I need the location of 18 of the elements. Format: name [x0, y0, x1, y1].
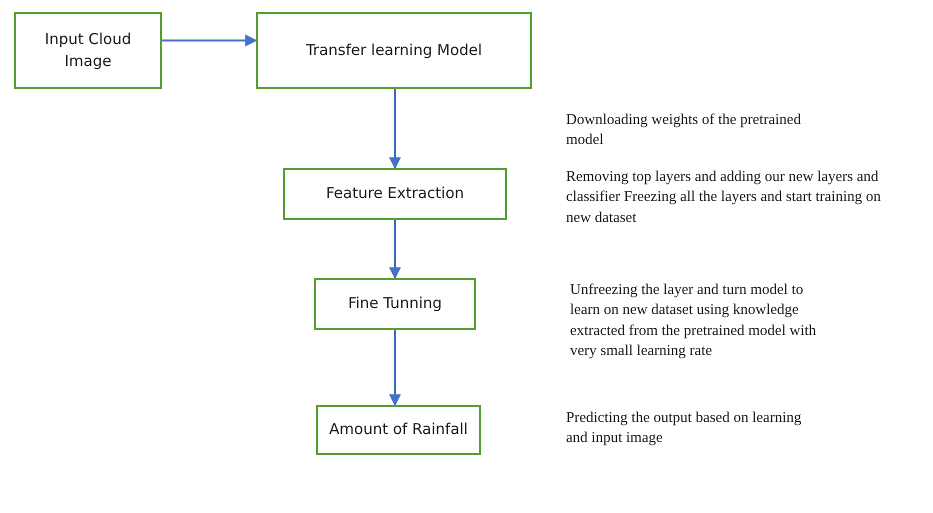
- arrow: [162, 34, 258, 46]
- step-description: Downloading weights of the pretrained model: [566, 111, 802, 150]
- box-label: Fine Tunning: [348, 293, 442, 314]
- step-description: Removing top layers and adding our new layers and classifier Freezing all the layers and start training on new dataset: [566, 168, 882, 228]
- process-box: [316, 405, 481, 455]
- arrow: [389, 330, 401, 406]
- box-label: Feature Extraction: [326, 183, 464, 204]
- box-label: Input Cloud Image: [44, 28, 132, 72]
- process-box: [14, 12, 162, 89]
- process-box: [256, 12, 532, 89]
- box-label: Amount of Rainfall: [329, 419, 468, 440]
- process-box: [314, 278, 476, 330]
- box-label: Transfer learning Model: [306, 40, 482, 61]
- step-description: Unfreezing the layer and turn model to learn on new dataset using knowledge extracted from the pretrained model with very small learning rate: [570, 281, 818, 361]
- step-description: Predicting the output based on learning and input image: [566, 409, 802, 448]
- arrow: [389, 89, 401, 170]
- process-box: [283, 168, 507, 220]
- arrow: [389, 220, 401, 280]
